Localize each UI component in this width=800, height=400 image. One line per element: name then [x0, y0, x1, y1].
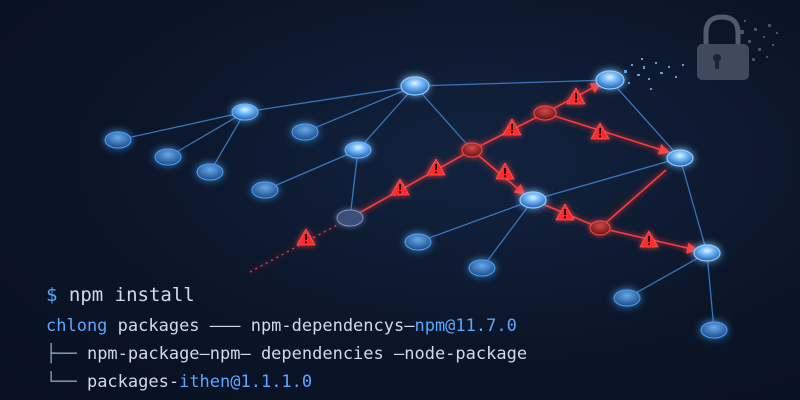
edge-compromised	[599, 169, 667, 229]
compromised-edges	[249, 82, 699, 273]
output-text: npm-package—npm— dependencies —node-pack…	[76, 344, 528, 364]
edge	[244, 85, 416, 113]
warning-icon	[296, 228, 316, 246]
package-node	[613, 289, 641, 307]
edge-compromised-dotted	[249, 217, 351, 273]
output-text: chlong	[46, 316, 108, 336]
package-node	[251, 181, 279, 199]
terminal-output: $ npm install chlong packages ——— npm-de…	[46, 280, 606, 396]
warning-icon	[590, 122, 610, 140]
package-node	[344, 141, 372, 159]
package-node	[231, 103, 259, 121]
package-version: ithen@1.1.1.0	[179, 372, 313, 392]
package-node	[468, 259, 496, 277]
command-text: npm install	[68, 284, 195, 306]
command-line: $ npm install	[46, 280, 606, 310]
edge-compromised	[471, 149, 526, 196]
output-line: chlong packages ——— npm-dependencys—npm@…	[46, 312, 606, 340]
edge	[626, 252, 708, 299]
edge	[357, 85, 416, 151]
edge	[414, 79, 611, 87]
package-node-compromised	[533, 105, 557, 121]
warning-icon	[426, 158, 446, 176]
padlock-icon	[697, 14, 778, 80]
package-node	[291, 123, 319, 141]
particle-burst	[624, 58, 684, 90]
edge	[117, 111, 246, 141]
package-node-compromised	[336, 209, 364, 227]
output-text: packages-	[76, 372, 180, 392]
package-node	[400, 76, 430, 96]
blue-nodes	[104, 70, 728, 339]
shell-prompt: $	[46, 284, 58, 306]
tree-branch: ├──	[46, 344, 77, 364]
edge	[609, 79, 681, 159]
package-node	[693, 244, 721, 262]
package-node-compromised	[461, 142, 483, 158]
package-node	[154, 148, 182, 166]
warning-icons	[296, 87, 659, 248]
package-node	[666, 149, 694, 167]
output-line: └── packages-ithen@1.1.1.0	[46, 368, 606, 396]
warning-icon	[566, 87, 586, 105]
edge	[679, 157, 708, 254]
package-node-compromised	[589, 220, 611, 236]
edge	[706, 252, 715, 331]
edge-compromised	[349, 149, 473, 219]
edge	[481, 199, 534, 269]
warning-icon	[639, 230, 659, 248]
package-version: npm@11.7.0	[414, 316, 517, 336]
edge	[264, 149, 359, 191]
output-line: ├── npm-package—npm— dependencies —node-…	[46, 340, 606, 368]
package-node	[700, 321, 728, 339]
package-node	[196, 163, 224, 181]
output-text: packages ——— npm-dependencys—	[107, 316, 415, 336]
package-node	[519, 191, 547, 209]
edge	[414, 85, 473, 151]
edge	[167, 111, 246, 158]
edge-compromised	[544, 112, 671, 155]
package-node	[595, 70, 625, 90]
tree-branch: └──	[46, 372, 77, 392]
warning-icon	[390, 178, 410, 196]
edge	[304, 85, 416, 133]
compromised-nodes	[336, 105, 611, 236]
edge	[417, 199, 534, 243]
package-node	[104, 131, 132, 149]
warning-icon	[495, 162, 515, 180]
warning-icon	[502, 118, 522, 136]
blue-edges	[117, 79, 715, 331]
warning-icon	[555, 203, 575, 221]
edge	[532, 157, 681, 201]
package-node	[404, 233, 432, 251]
edge	[349, 149, 359, 219]
edge	[209, 111, 246, 173]
